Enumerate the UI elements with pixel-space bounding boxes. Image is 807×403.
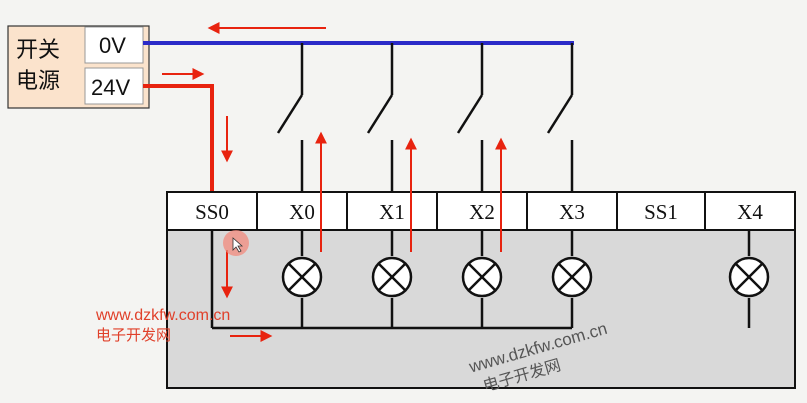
watermark-name-left: 电子开发网 <box>96 326 171 344</box>
switch-x0 <box>276 43 304 196</box>
positive-24v-wire <box>143 84 214 196</box>
switch-x1 <box>366 43 394 196</box>
input-switches <box>276 43 574 196</box>
watermark-left: www.dzkfw.com.cn 电子开发网 <box>95 307 230 344</box>
terminal-label-x4: X4 <box>737 200 763 224</box>
psu-title-line2: 电源 <box>16 69 60 94</box>
terminal-24v-box <box>84 67 144 105</box>
switch-x2 <box>456 43 484 196</box>
lamp-x0-icon <box>281 256 323 298</box>
lamp-x1-icon <box>371 256 413 298</box>
cursor-pointer-icon <box>232 237 244 253</box>
switching-power-supply: 开关 电源 0V 24V <box>7 25 150 109</box>
terminal-label-x0: X0 <box>289 200 315 224</box>
internal-wiring <box>210 230 751 330</box>
terminal-24v-label: 24V <box>91 75 130 100</box>
lamp-x3-icon <box>551 256 593 298</box>
terminal-0v-label: 0V <box>99 33 126 58</box>
terminal-label-x3: X3 <box>559 200 585 224</box>
current-flow-arrows <box>162 22 507 342</box>
indicator-lamps <box>281 256 770 298</box>
terminal-label-x2: X2 <box>469 200 495 224</box>
psu-title-line1: 开关 <box>16 38 60 63</box>
terminal-label-ss0: SS0 <box>195 200 229 224</box>
terminal-label-ss1: SS1 <box>644 200 678 224</box>
watermark-url-left: www.dzkfw.com.cn <box>95 307 230 324</box>
lamp-x4-icon <box>728 256 770 298</box>
lamp-x2-icon <box>461 256 503 298</box>
terminal-label-x1: X1 <box>379 200 405 224</box>
terminal-0v-box <box>84 26 144 64</box>
switch-x3 <box>546 43 574 196</box>
